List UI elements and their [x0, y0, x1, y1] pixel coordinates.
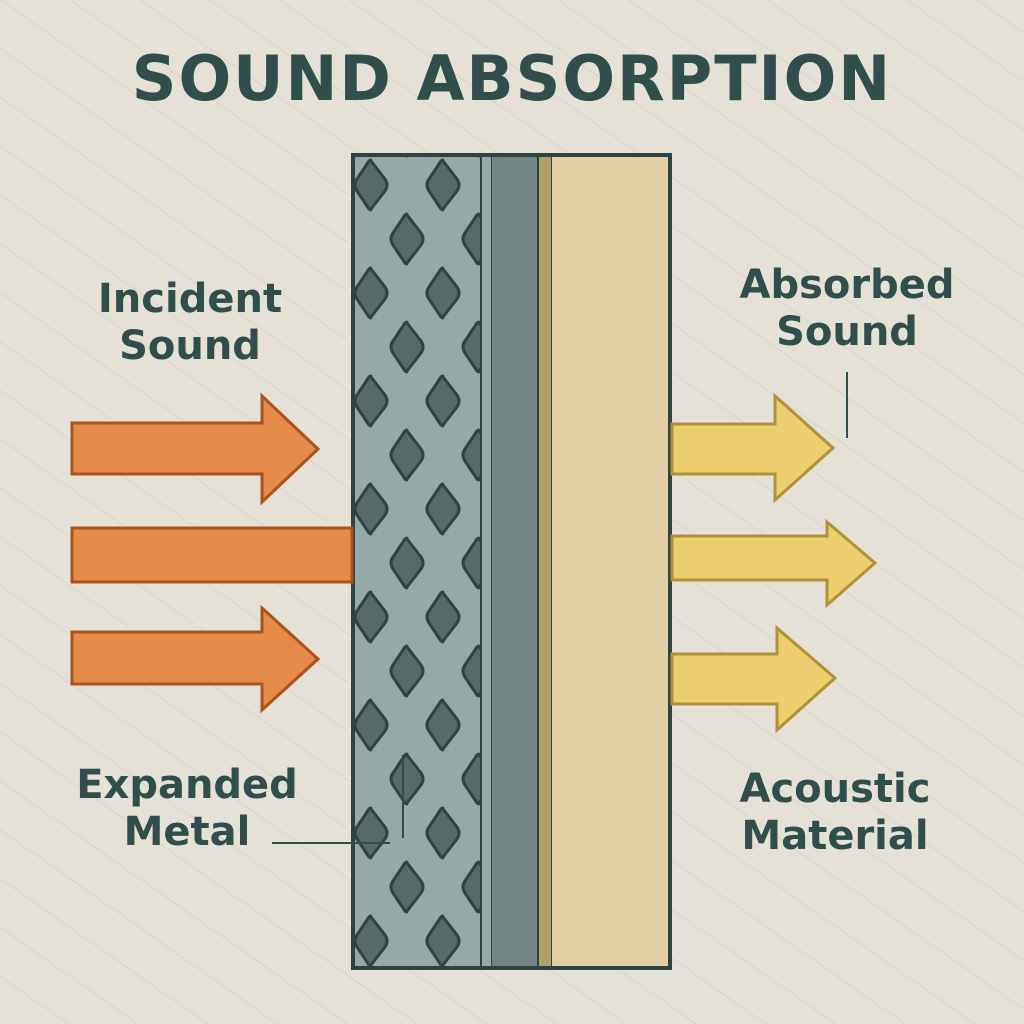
- expanded-label-line-2: Metal: [123, 808, 251, 855]
- facing-strip-layer: [537, 154, 553, 969]
- incident-sound-label: Incident Sound: [90, 276, 290, 370]
- acoustic-label-line-2: Material: [741, 812, 929, 859]
- incident-label-line-1: Incident: [97, 276, 283, 322]
- expanded-label-line-1: Expanded: [76, 762, 298, 808]
- absorbed-arrow-2: [670, 518, 878, 609]
- absorption-panel: [351, 153, 672, 970]
- expanded-metal-label: Expanded Metal: [62, 762, 312, 856]
- incident-arrow-3: [70, 604, 321, 714]
- absorbed-label-line-2: Sound: [776, 308, 918, 355]
- acoustic-material-label: Acoustic Material: [720, 766, 950, 860]
- diagram-title: SOUND ABSORPTION: [131, 42, 893, 115]
- incident-arrow-1: [70, 392, 321, 506]
- backing-plate-layer: [492, 155, 538, 968]
- mesh-edge-strip: [480, 154, 493, 969]
- acoustic-material-layer: [552, 155, 670, 968]
- incident-arrow-2: [70, 526, 354, 584]
- absorbed-sound-label: Absorbed Sound: [727, 262, 967, 356]
- absorbed-arrow-1: [670, 392, 836, 504]
- absorbed-arrow-3: [670, 624, 838, 734]
- acoustic-label-line-1: Acoustic: [739, 766, 931, 812]
- expanded-metal-layer: [353, 155, 481, 968]
- incident-label-line-2: Sound: [119, 322, 261, 369]
- absorbed-label-line-1: Absorbed: [739, 262, 955, 308]
